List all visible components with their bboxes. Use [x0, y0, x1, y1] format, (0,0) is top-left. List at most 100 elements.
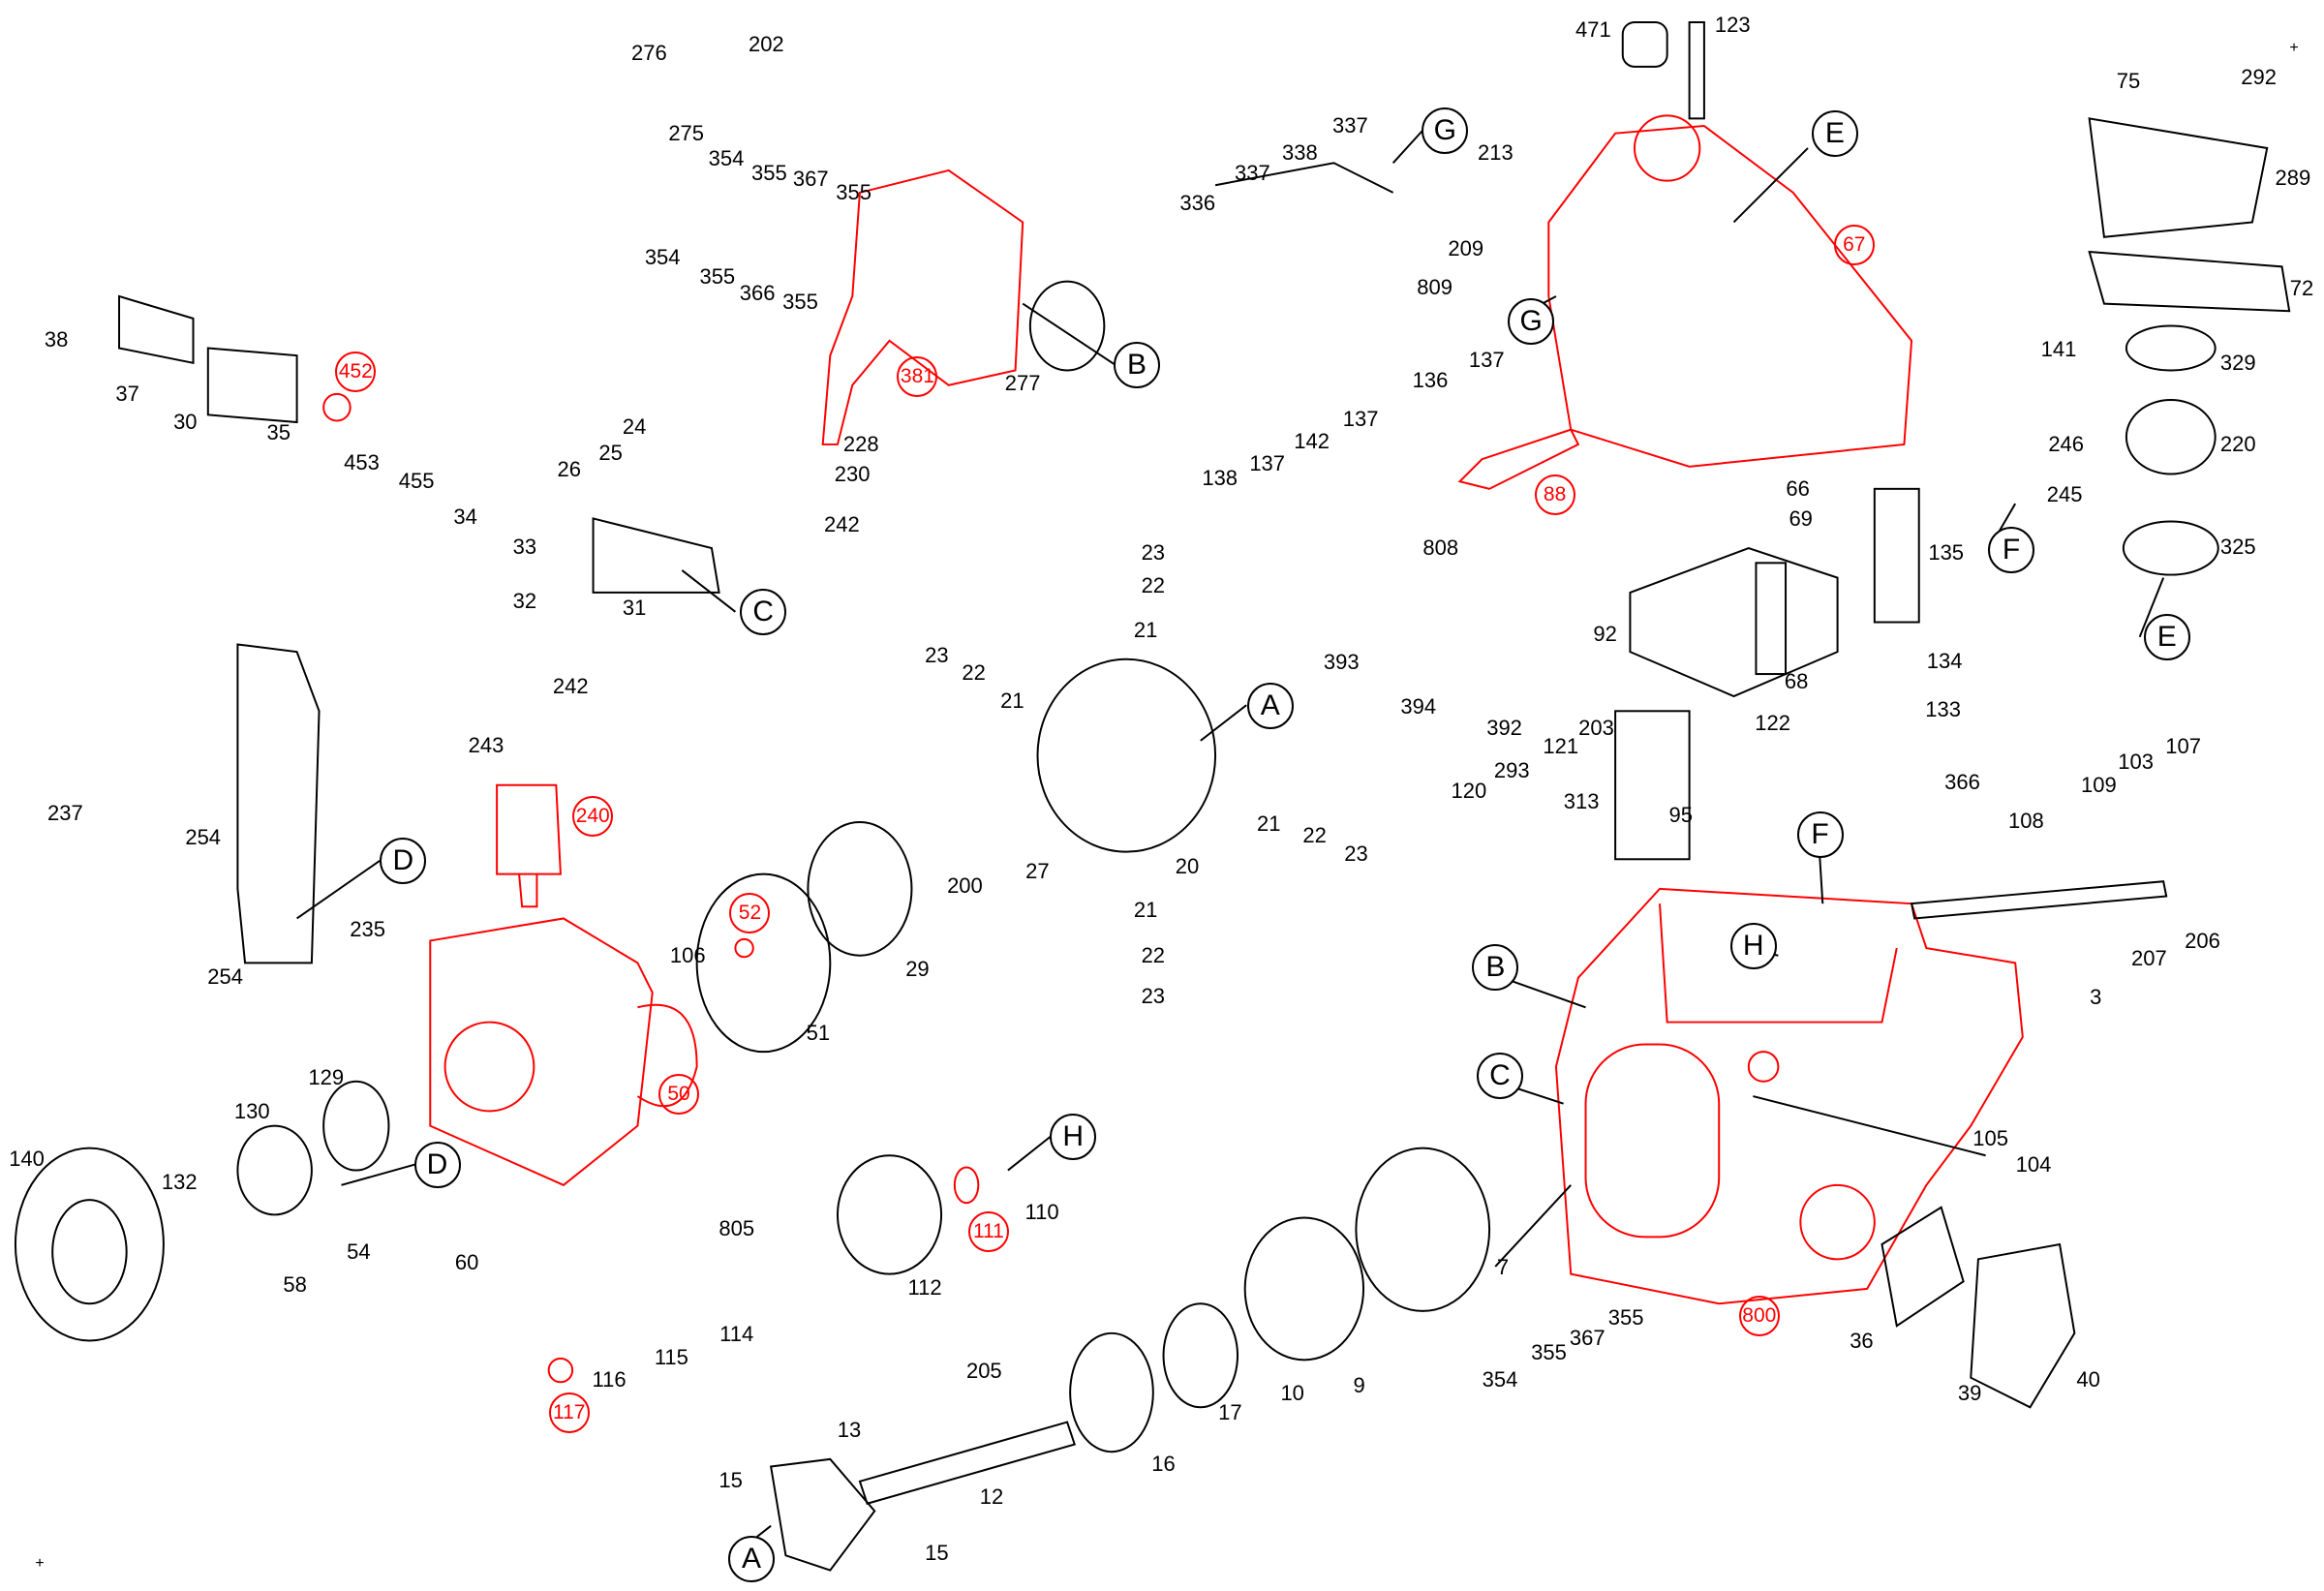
- part-number-label: 137: [1468, 347, 1505, 372]
- part-number-label: 111: [967, 1210, 1009, 1252]
- part-number-label: 27: [1025, 859, 1050, 883]
- part-number-label: 75: [2116, 69, 2141, 94]
- part-number-label: 3: [2090, 985, 2102, 1010]
- section-reference-d: D: [380, 838, 427, 885]
- part-number-label: 355: [699, 264, 736, 290]
- part-number-label: 355: [836, 179, 872, 204]
- part-number-label: 38: [44, 326, 69, 352]
- cap-471: [1621, 20, 1668, 68]
- o-ring-51: [695, 872, 832, 1054]
- part-number-label: 33: [512, 534, 537, 559]
- part-number-label: 107: [2165, 734, 2201, 759]
- part-number-label: 88: [1534, 474, 1575, 516]
- part-number-label: 200: [947, 873, 983, 899]
- part-number-label: 213: [1478, 139, 1514, 165]
- highlighted-parts: [322, 114, 2024, 1384]
- part-number-label: 130: [233, 1098, 270, 1123]
- distributor-bore: [443, 1021, 535, 1113]
- part-number-label: 329: [2219, 351, 2256, 375]
- distributor-head-50: [429, 917, 654, 1186]
- part-number-label: 51: [806, 1020, 831, 1045]
- part-number-label: 13: [837, 1418, 862, 1443]
- part-number-label: 202: [748, 31, 784, 56]
- part-number-label: 207: [2131, 946, 2167, 971]
- part-number-label: 354: [644, 245, 681, 270]
- part-number-label: 106: [669, 943, 706, 968]
- part-number-label: 35: [266, 419, 290, 444]
- part-number-label: 36: [1850, 1329, 1874, 1354]
- part-number-label: 67: [1833, 224, 1875, 265]
- part-number-label: 138: [1202, 466, 1238, 491]
- part-number-label: 220: [2219, 432, 2256, 457]
- part-number-label: 237: [46, 801, 83, 826]
- part-number-label: 228: [842, 432, 879, 457]
- part-number-label: 140: [9, 1146, 45, 1171]
- lever-95: [1614, 710, 1691, 861]
- pipe-338: [1214, 162, 1394, 194]
- part-number-label: 254: [207, 964, 243, 989]
- part-number-label: 7: [1496, 1254, 1510, 1279]
- seal-ring-52: [734, 937, 754, 959]
- part-number-label: 132: [161, 1170, 198, 1195]
- part-number-label: 355: [1607, 1304, 1644, 1330]
- standard-parts: [14, 20, 2291, 1572]
- part-number-label: 453: [344, 449, 380, 474]
- part-number-label: 134: [1926, 648, 1963, 673]
- part-number-label: 120: [1451, 779, 1487, 804]
- part-number-label: 471: [1575, 16, 1611, 42]
- registration-mark: +: [35, 1555, 45, 1572]
- section-reference-e: E: [1811, 109, 1858, 157]
- shaft-seal-140-inner: [51, 1199, 128, 1305]
- gasket-36: [1881, 1206, 1965, 1328]
- gear-16: [1069, 1331, 1154, 1453]
- pin-31: [592, 517, 720, 594]
- part-number-label: 9: [1353, 1373, 1365, 1398]
- part-number-label: 129: [308, 1064, 345, 1089]
- housing-top-cavity: [1659, 903, 1898, 1024]
- section-reference-a: A: [728, 1536, 776, 1583]
- part-number-label: 123: [1714, 13, 1751, 38]
- washer-111: [953, 1166, 980, 1205]
- part-number-label: 15: [719, 1468, 743, 1493]
- registration-mark: +: [2289, 40, 2299, 56]
- part-number-label: 136: [1412, 368, 1449, 393]
- part-number-label: 108: [2007, 808, 2044, 833]
- part-number-label: 17: [1218, 1399, 1242, 1424]
- section-reference-c: C: [1476, 1053, 1523, 1100]
- part-number-label: 276: [631, 41, 667, 66]
- section-reference-c: C: [740, 589, 787, 636]
- part-number-label: 22: [1302, 823, 1327, 848]
- part-number-label: 289: [2275, 165, 2311, 190]
- part-number-label: 58: [283, 1272, 307, 1298]
- seal-ring-452: [322, 392, 352, 422]
- part-number-label: 115: [654, 1345, 688, 1370]
- governor-112: [836, 1154, 943, 1275]
- part-number-label: 23: [1141, 983, 1166, 1008]
- part-number-label: 37: [115, 382, 139, 407]
- part-number-label: 805: [719, 1215, 755, 1240]
- part-number-label: 121: [1543, 734, 1579, 759]
- adjusting-screw-88: [1457, 428, 1580, 490]
- part-number-label: 355: [1531, 1340, 1567, 1365]
- part-number-label: 809: [1417, 274, 1452, 299]
- section-reference-f: F: [1988, 526, 2035, 573]
- plug-117: [547, 1357, 574, 1384]
- part-number-label: 366: [1944, 770, 1980, 795]
- gasket-92: [1629, 546, 1839, 698]
- part-number-label: 60: [454, 1250, 479, 1275]
- bracket-235: [236, 643, 321, 964]
- part-number-label: 203: [1578, 715, 1614, 740]
- cam-plate-29: [807, 821, 913, 957]
- part-number-label: 393: [1323, 650, 1360, 675]
- housing-flange: [1799, 1183, 1876, 1261]
- part-number-label: 117: [548, 1392, 590, 1433]
- part-number-label: 337: [1235, 161, 1270, 186]
- part-number-label: 808: [1422, 535, 1459, 561]
- part-number-label: 22: [1141, 572, 1166, 597]
- part-number-label: 95: [1668, 802, 1693, 827]
- part-number-label: 367: [1569, 1326, 1605, 1351]
- part-number-label: 72: [2289, 276, 2314, 301]
- part-number-label: 137: [1342, 407, 1379, 432]
- part-number-label: 40: [2076, 1367, 2100, 1392]
